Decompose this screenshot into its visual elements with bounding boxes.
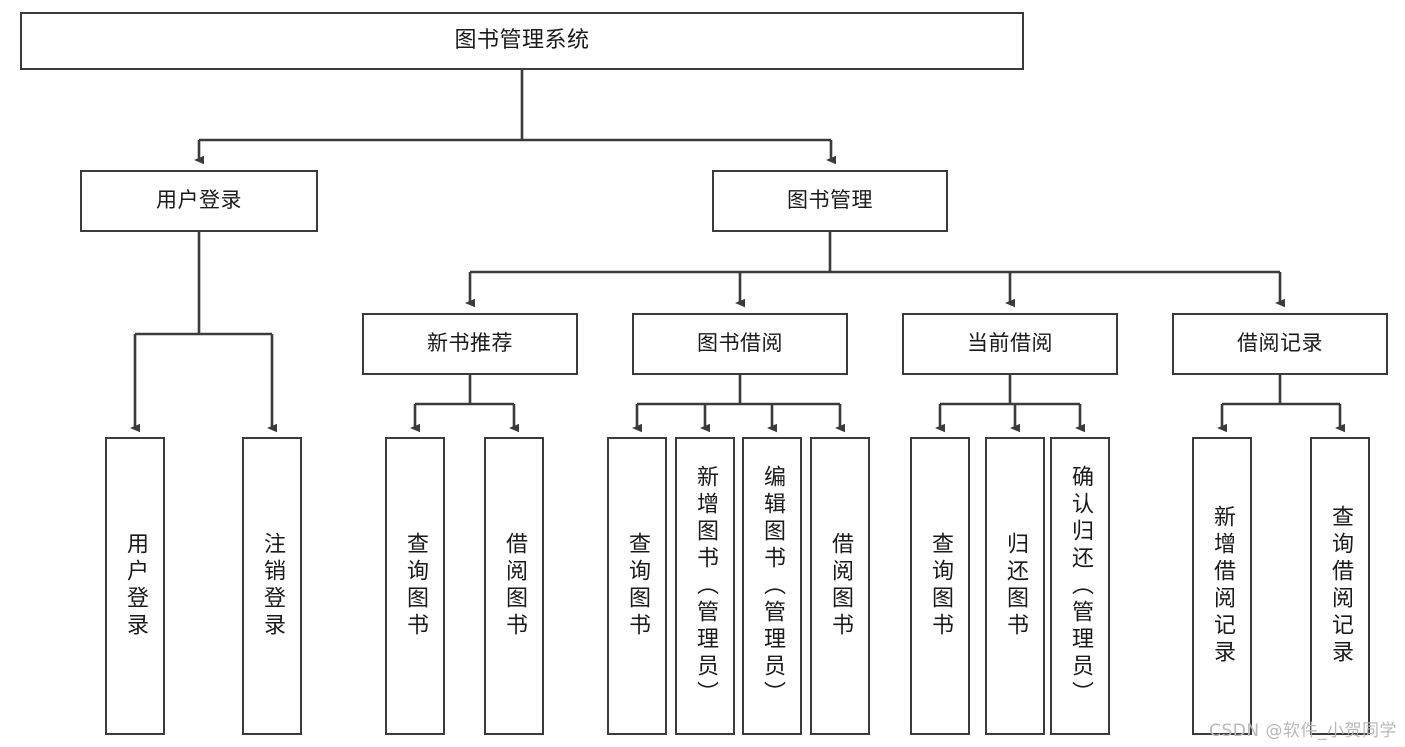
leaf-borrow-book-2-label: 借阅图书	[828, 532, 853, 640]
node-new-book-recommend-label: 新书推荐	[427, 331, 513, 356]
watermark-text: CSDN @软件_小贺同学	[1209, 721, 1397, 741]
leaf-logout-label: 注销登录	[260, 532, 285, 640]
node-root[interactable]: 图书管理系统	[20, 12, 1024, 70]
leaf-user-login[interactable]: 用户登录	[105, 437, 165, 735]
leaf-borrow-book-1[interactable]: 借阅图书	[484, 437, 544, 735]
leaf-query-book-2[interactable]: 查询图书	[607, 437, 667, 735]
leaf-edit-book[interactable]: 编辑图书（管理员）	[742, 437, 802, 735]
leaf-borrow-book-2[interactable]: 借阅图书	[810, 437, 870, 735]
node-borrow-record[interactable]: 借阅记录	[1172, 313, 1388, 375]
leaf-return-book-label: 归还图书	[1003, 532, 1028, 640]
node-book-manage[interactable]: 图书管理	[712, 170, 948, 232]
leaf-add-record[interactable]: 新增借阅记录	[1192, 437, 1252, 735]
leaf-add-record-label: 新增借阅记录	[1210, 505, 1235, 667]
leaf-confirm-return-label: 确认归还（管理员）	[1068, 464, 1093, 708]
node-user-login-label: 用户登录	[156, 188, 242, 213]
node-user-login[interactable]: 用户登录	[80, 170, 318, 232]
leaf-query-book-1[interactable]: 查询图书	[385, 437, 445, 735]
leaf-query-book-1-label: 查询图书	[403, 532, 428, 640]
leaf-query-record[interactable]: 查询借阅记录	[1310, 437, 1370, 735]
leaf-query-book-3-label: 查询图书	[928, 532, 953, 640]
leaf-query-book-2-label: 查询图书	[625, 532, 650, 640]
node-root-label: 图书管理系统	[454, 27, 590, 53]
node-current-borrow-label: 当前借阅	[967, 331, 1053, 356]
leaf-add-book[interactable]: 新增图书（管理员）	[675, 437, 735, 735]
node-current-borrow[interactable]: 当前借阅	[902, 313, 1118, 375]
leaf-confirm-return[interactable]: 确认归还（管理员）	[1050, 437, 1110, 735]
node-book-borrow[interactable]: 图书借阅	[632, 313, 848, 375]
leaf-user-login-label: 用户登录	[123, 532, 148, 640]
node-borrow-record-label: 借阅记录	[1237, 331, 1323, 356]
leaf-borrow-book-1-label: 借阅图书	[502, 532, 527, 640]
node-book-manage-label: 图书管理	[787, 188, 873, 213]
node-book-borrow-label: 图书借阅	[697, 331, 783, 356]
leaf-query-record-label: 查询借阅记录	[1328, 505, 1353, 667]
leaf-add-book-label: 新增图书（管理员）	[693, 464, 718, 708]
node-new-book-recommend[interactable]: 新书推荐	[362, 313, 578, 375]
leaf-logout[interactable]: 注销登录	[242, 437, 302, 735]
leaf-return-book[interactable]: 归还图书	[985, 437, 1045, 735]
leaf-query-book-3[interactable]: 查询图书	[910, 437, 970, 735]
leaf-edit-book-label: 编辑图书（管理员）	[760, 464, 785, 708]
